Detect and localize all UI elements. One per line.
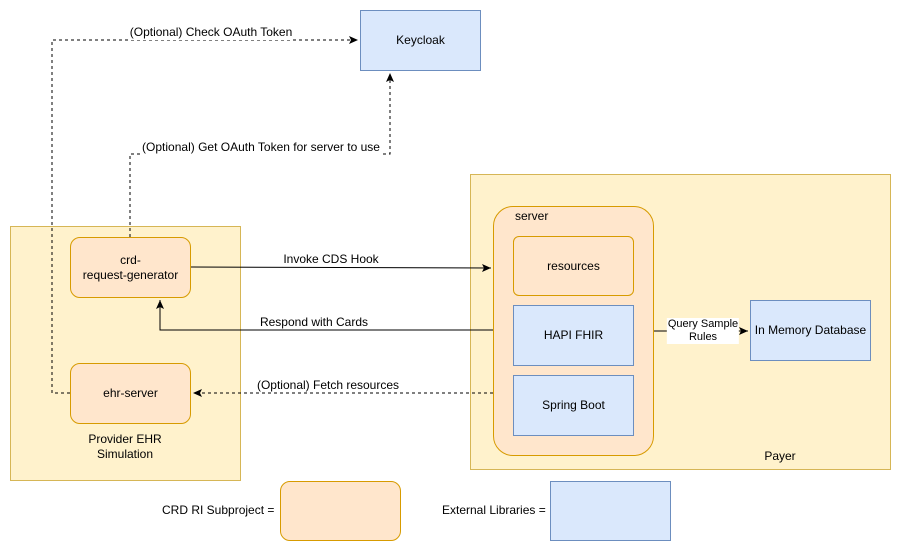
respond-cards-label: Respond with Cards [259,315,369,329]
invoke-cds-label: Invoke CDS Hook [283,252,379,266]
payer-label: Payer [764,449,796,463]
server-label: server [515,209,549,223]
query-rules-label: Query Sample Rules [666,318,740,344]
legend-external-libraries-label: External Libraries = [442,503,546,517]
ehr-server-label: ehr-server [103,386,158,400]
in-memory-database-label: In Memory Database [754,323,867,337]
get-oauth-label: (Optional) Get OAuth Token for server to… [142,140,380,155]
check-oauth-label: (Optional) Check OAuth Token [129,25,293,40]
respond-cards-edge [156,300,493,331]
provider-ehr-label-line1: Provider EHR [88,432,162,446]
crd-request-generator-label-line1: crd- [120,252,141,267]
provider-ehr-label-line2: Simulation [96,447,154,461]
in-memory-database-node: In Memory Database [750,300,871,361]
spring-boot-label: Spring Boot [542,398,605,412]
resources-label: resources [547,258,600,273]
crd-request-generator-label-line2: request-generator [82,267,179,282]
hapi-fhir-label: HAPI FHIR [543,328,604,342]
query-rules-label-line1: Query Sample [667,318,739,330]
spring-boot-node: Spring Boot [513,375,634,436]
query-rules-label-line2: Rules [688,331,718,343]
hapi-fhir-node: HAPI FHIR [513,305,634,366]
invoke-cds-edge [190,263,492,272]
get-oauth-edge [129,73,394,237]
keycloak-label: Keycloak [396,33,445,47]
crd-request-generator-node: crd- request-generator [70,237,191,298]
check-oauth-edge [51,36,358,394]
provider-ehr-label: Provider EHR Simulation [88,432,161,462]
keycloak-node: Keycloak [360,10,481,71]
legend-crd-subproject-swatch [280,481,401,541]
legend-crd-subproject-label: CRD RI Subproject = [162,503,275,517]
fetch-resources-label: (Optional) Fetch resources [256,378,400,392]
legend-external-libraries-swatch [550,481,671,541]
ehr-server-node: ehr-server [70,363,191,424]
resources-node: resources [513,236,634,296]
